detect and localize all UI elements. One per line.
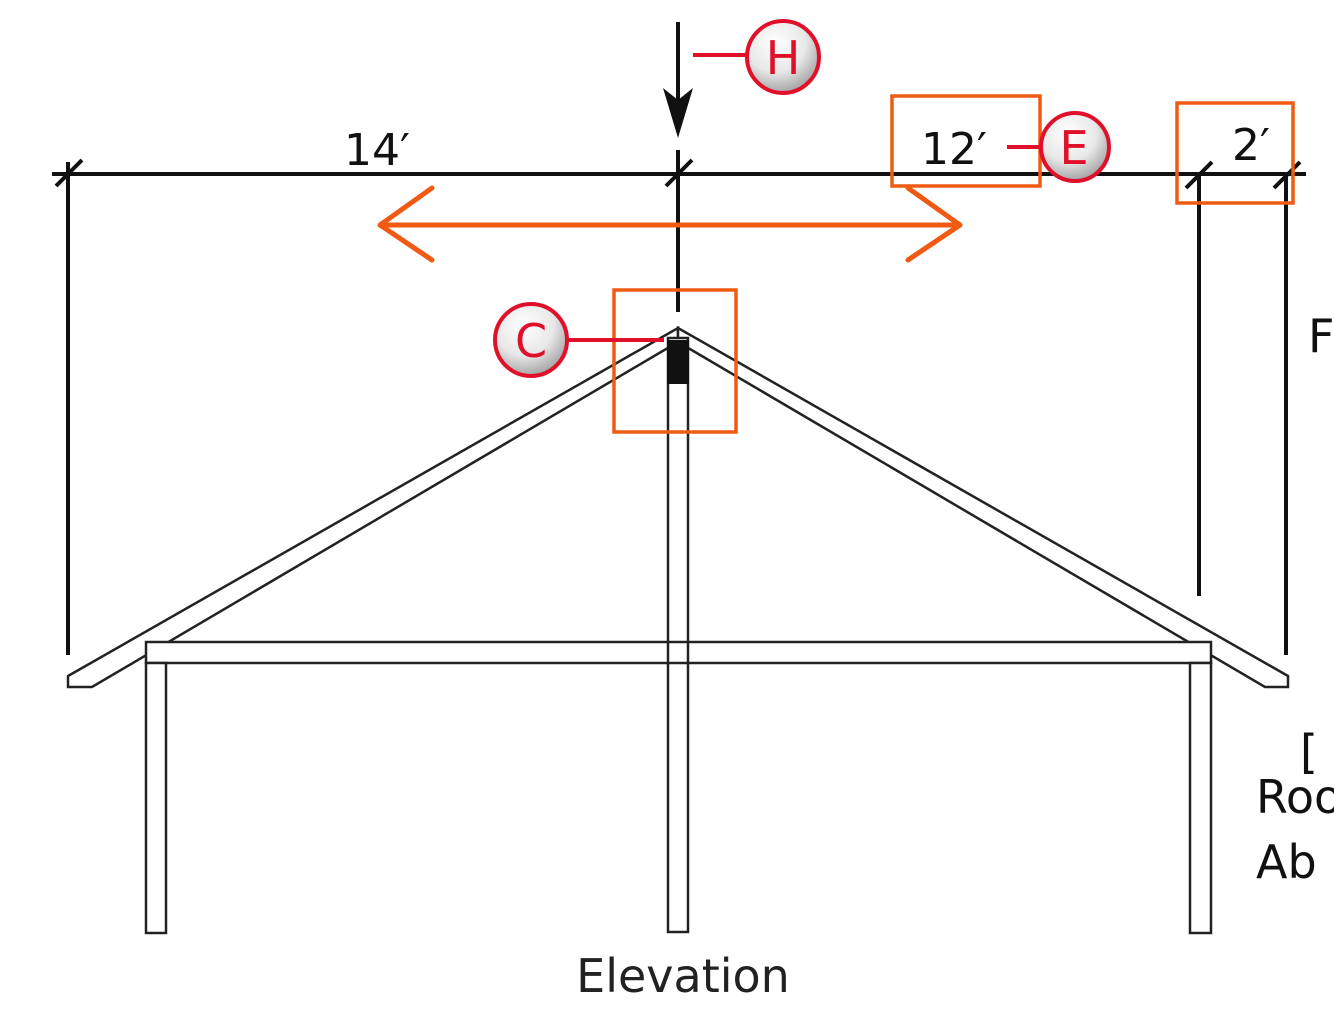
callout-h-marker-icon	[745, 19, 821, 95]
callout-e: E	[1007, 111, 1111, 183]
edge-label-top: F	[1308, 309, 1334, 363]
callout-c: C	[493, 302, 664, 378]
highlight-box-ridge	[612, 288, 738, 434]
highlight-box-overhang	[1175, 101, 1295, 205]
double-headed-arrow-icon	[377, 185, 963, 263]
edge-label-line2: Ab	[1256, 835, 1317, 889]
left-rafter	[66, 325, 680, 689]
callout-c-marker-icon	[493, 302, 569, 378]
center-post	[666, 336, 690, 934]
right-rafter	[676, 325, 1290, 689]
edge-label-bracket: [	[1300, 725, 1318, 779]
diagram-caption: Elevation	[576, 949, 790, 1003]
left-wall-stud	[144, 661, 168, 935]
roof-framing	[66, 325, 1290, 935]
dimension-label-overhang: 2′	[1232, 120, 1270, 171]
highlight-boxes	[612, 94, 1295, 434]
callout-c-label: C	[515, 314, 547, 368]
ridge-board	[667, 340, 689, 384]
down-arrow-icon	[663, 22, 693, 138]
edge-label-line1: Roo	[1256, 770, 1334, 824]
right-wall-stud	[1188, 661, 1213, 935]
callout-h-label: H	[766, 31, 801, 85]
callout-h: H	[693, 19, 821, 95]
dimension-label-center-span: 12′	[921, 124, 987, 175]
callout-e-marker-icon	[1039, 111, 1111, 183]
callout-e-label: E	[1059, 121, 1088, 175]
ceiling-joist	[144, 640, 1213, 665]
dimension-label-left-span: 14′	[344, 125, 410, 176]
